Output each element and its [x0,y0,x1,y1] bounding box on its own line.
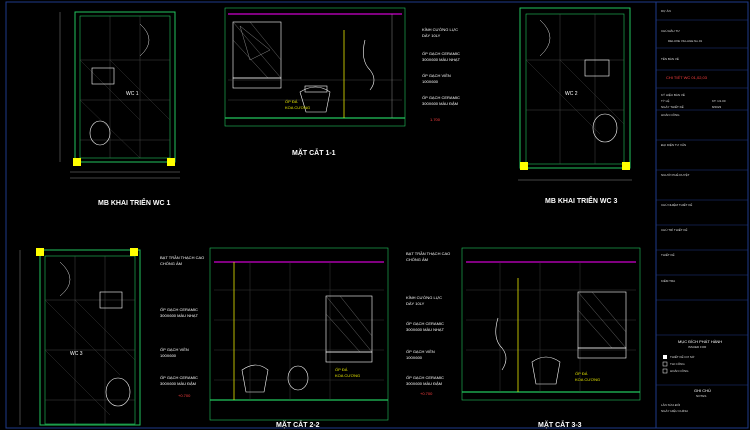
section-3-3 [461,247,641,401]
tb-revision-label: LẦN SỬA ĐỔI [661,403,681,407]
annotation-vien: ỐP GẠCH VIỀN [422,73,451,78]
tb-purpose-title: MỤC ĐÍCH PHÁT HÀNH [678,339,723,344]
tb-check-construction[interactable]: THI CÔNG [670,362,685,366]
annotation-da-3: ỐP ĐÁ [575,371,588,376]
annotation-mirror-3-sub: DÀY 10LY [406,301,425,306]
tb-project-name: DELUXE VILLAGE No.01 [668,39,703,43]
annotation-ceramic2-2-sub: 300X600 MÀU ĐẬM [160,381,197,386]
plan-wc1 [74,11,176,163]
level-marker-3: +0.700 [420,391,433,396]
annotation-da: ỐP ĐÁ [285,99,298,104]
tb-drawing-name-label: TÊN BẢN VẼ [661,57,679,61]
tb-date-value: 8/2023 [712,105,722,109]
plan-wc3 [39,249,141,426]
tb-notes-sub: NOTES [696,394,707,398]
tb-designer-label: THIẾT KẾ [661,253,675,257]
section-1-1-title: MẶT CẮT 1-1 [292,150,336,157]
annotation-mirror-3: KÍNH CƯỜNG LỰC [406,295,443,300]
annotation-ceramic-sub: 300X600 MÀU NHẠT [422,57,461,62]
room-label-wc2: WC 2 [565,91,578,97]
tb-check-asbuilt[interactable]: HOÀN CÔNG [670,369,689,373]
annotation-vien-3: ỐP GẠCH VIỀN [406,349,435,354]
annotation-da-3-sub: KOA CƯƠNG [575,377,601,382]
tb-code-label: KÝ HIỆU BẢN VẼ [661,93,685,97]
annotation-ceramic-3: ỐP GẠCH CERAMIC [406,321,444,326]
annotation-vien-2-sub: 100X600 [160,353,177,358]
annotation-mirror-sub: DÀY 10LY [422,33,441,38]
annotation-ceramic2: ỐP GẠCH CERAMIC [422,95,460,100]
tb-lead-label: CHỦ TRÌ THIẾT KẾ [661,228,688,232]
tb-checker-label: KIỂM TRA [661,279,676,283]
level-marker-2: +0.700 [178,393,191,398]
tb-drawing-name: CHI TIẾT WC 01,02,03 [666,75,707,80]
annotation-ceramic-2: ỐP GẠCH CERAMIC [160,307,198,312]
tb-consultant-label: ĐẠI DIỆN TƯ VẤN [661,143,687,147]
tb-asbuilt-label: HOÀN CÔNG [661,113,680,117]
tb-revision-date-label: NGÀY HIỆU CHỈNH [661,409,688,413]
annotation-ceramic2-2: ỐP GẠCH CERAMIC [160,375,198,380]
room-label-wc3: WC 3 [70,351,83,357]
annotation-mirror: KÍNH CƯỜNG LỰC [422,27,459,32]
annotation-vien-sub: 100X600 [422,79,439,84]
annotation-ceramic: ỐP GẠCH CERAMIC [422,51,460,56]
tb-approver-label: NGƯỜI PHÊ DUYỆT [661,173,690,177]
annotation-ceramic2-3-sub: 300X600 MÀU ĐẬM [406,381,443,386]
section-2-2-title: MẶT CẮT 2-2 [276,422,320,429]
annotation-vien-2: ỐP GẠCH VIỀN [160,347,189,352]
room-label-wc1: WC 1 [126,91,139,97]
section-1-1 [224,7,406,127]
annotation-ceramic2-sub: 300X600 MÀU ĐẬM [422,101,459,106]
tb-project-label: DỰ ÁN [661,9,671,13]
tb-check-design[interactable]: THIẾT KẾ CƠ SỞ [670,355,695,359]
plan-wc3-title: MB KHAI TRIỂN WC 3 [545,198,618,205]
annotation-ceramic-3-sub: 300X600 MÀU NHẠT [406,327,445,332]
annotation-da-2-sub: KOA CƯƠNG [335,373,361,378]
tb-notes-title: GHI CHÚ [694,388,711,393]
tb-scale-label: TỶ LỆ [661,99,670,103]
plan-wc2 [519,7,631,169]
annotation-bat-3: BẠT TRẦN THẠCH CAO [406,251,451,256]
annotation-ceramic2-3: ỐP GẠCH CERAMIC [406,375,444,380]
annotation-vien-3-sub: 100X600 [406,355,423,360]
tb-owner-label: CHỦ ĐẦU TƯ [661,29,680,33]
annotation-ceramic-2-sub: 300X600 MÀU NHẠT [160,313,199,318]
annotation-bat-2: BẠT TRẦN THẠCH CAO [160,255,205,260]
tb-purpose-sub: ISSUED FOR [688,345,707,349]
tb-scale-value: KT: 1/1.00 [712,99,726,103]
annotation-da-sub: KOA CƯƠNG [285,105,311,110]
tb-chief-label: CHỦ NHIỆM THIẾT KẾ [661,203,693,207]
annotation-da-2: ỐP ĐÁ [335,367,348,372]
tb-date-label: NGÀY THIẾT KẾ [661,105,684,109]
annotation-bat-3-sub: CHỐNG ẨM [406,257,428,262]
plan-wc1-title: MB KHAI TRIỂN WC 1 [98,200,171,207]
annotation-bat-2-sub: CHỐNG ẨM [160,261,182,266]
section-2-2 [209,247,389,421]
section-3-3-title: MẶT CẮT 3-3 [538,422,582,429]
level-marker-1: 1.700 [430,117,441,122]
